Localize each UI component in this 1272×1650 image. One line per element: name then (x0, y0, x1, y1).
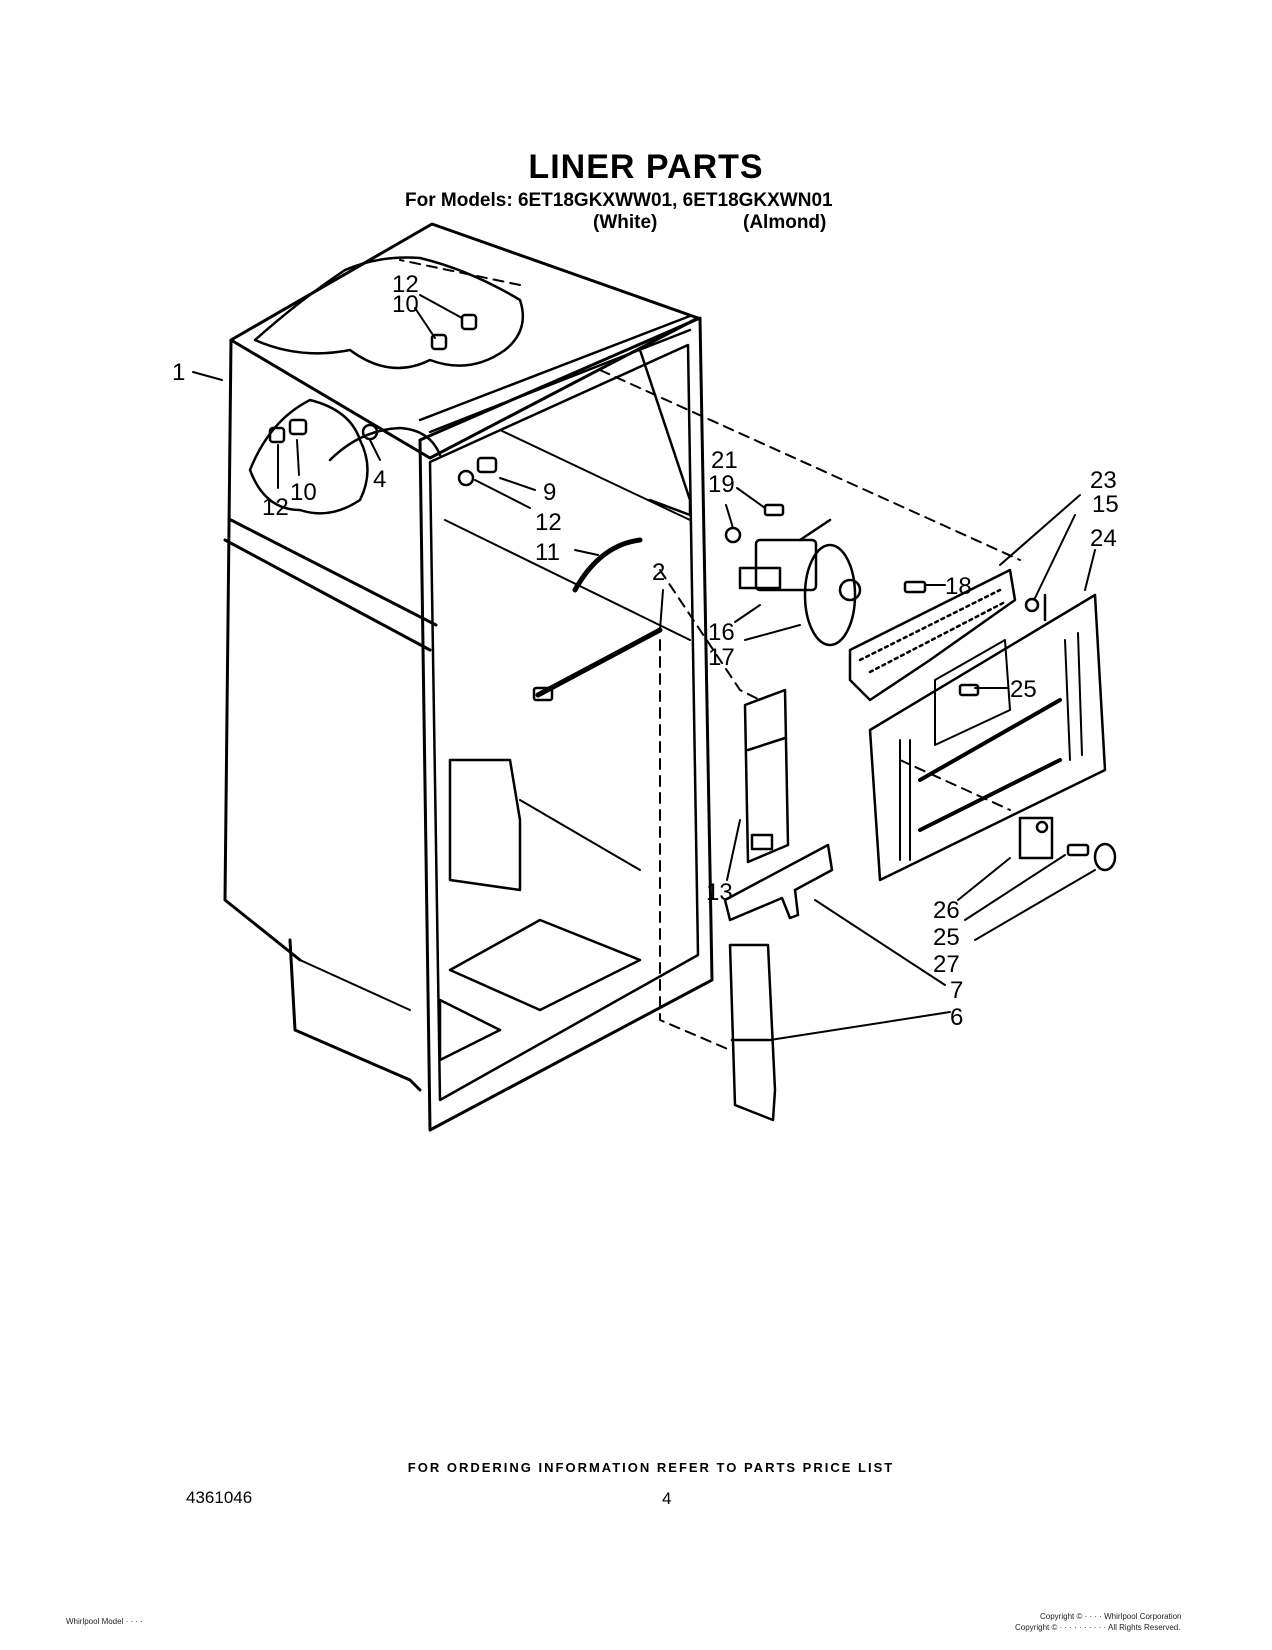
callout-18: 18 (945, 573, 972, 600)
footer-copyright-line-1: Copyright © · · · · Whirlpool Corporatio… (1040, 1612, 1182, 1621)
callout-10-top: 10 (392, 291, 419, 318)
rear-panel (868, 593, 1117, 882)
callout-13: 13 (706, 879, 733, 906)
callout-10-left: 10 (290, 479, 317, 506)
callout-7: 7 (950, 977, 963, 1004)
bracket-6 (728, 943, 777, 1122)
models-line: For Models: 6ET18GKXWW01, 6ET18GKXWN01 (405, 190, 833, 211)
evaporator-cover (848, 568, 1017, 702)
dashed-leaders (399, 259, 1021, 1051)
callout-16: 16 (708, 619, 735, 646)
callout-15: 15 (1092, 491, 1119, 518)
fan-assembly (724, 503, 927, 647)
callout-4: 4 (373, 466, 386, 493)
callout-labels: 1 12 10 12 10 4 9 12 11 2 21 19 16 17 18… (172, 271, 1119, 1031)
callout-25-upper: 25 (1010, 676, 1037, 703)
liner-cabinet (223, 222, 714, 1132)
callout-1: 1 (172, 359, 185, 386)
callout-12-top: 12 (392, 271, 419, 298)
callout-12-left: 12 (262, 494, 289, 521)
page-number: 4 (662, 1489, 672, 1508)
callout-17: 17 (708, 644, 735, 671)
bracket-7 (723, 843, 834, 922)
page-title: LINER PARTS (528, 148, 764, 186)
callout-23: 23 (1090, 467, 1117, 494)
callout-25-lower: 25 (933, 924, 960, 951)
callout-2: 2 (652, 559, 665, 586)
callout-19: 19 (708, 471, 735, 498)
callout-26: 26 (933, 897, 960, 924)
ordering-note: FOR ORDERING INFORMATION REFER TO PARTS … (407, 1460, 895, 1475)
variant-white-label: (White) (593, 212, 658, 233)
callout-21: 21 (711, 447, 738, 474)
footer-copyright-line-2: Copyright © · · · · · · · · · · All Righ… (1015, 1623, 1181, 1632)
document-number: 4361046 (186, 1488, 253, 1507)
callout-27: 27 (933, 951, 960, 978)
callout-9: 9 (543, 479, 556, 506)
tube-and-heater-parts (532, 537, 663, 702)
callout-24: 24 (1090, 525, 1117, 552)
bracket-13 (743, 688, 790, 864)
callout-11: 11 (535, 539, 560, 566)
callout-leaders (192, 294, 1096, 1041)
variant-almond-label: (Almond) (743, 212, 827, 233)
cabinet-fasteners (268, 313, 498, 487)
callout-12-center: 12 (535, 509, 562, 536)
footer-left-small-print: Whirlpool Model · · · · (66, 1617, 143, 1626)
callout-6: 6 (950, 1004, 963, 1031)
